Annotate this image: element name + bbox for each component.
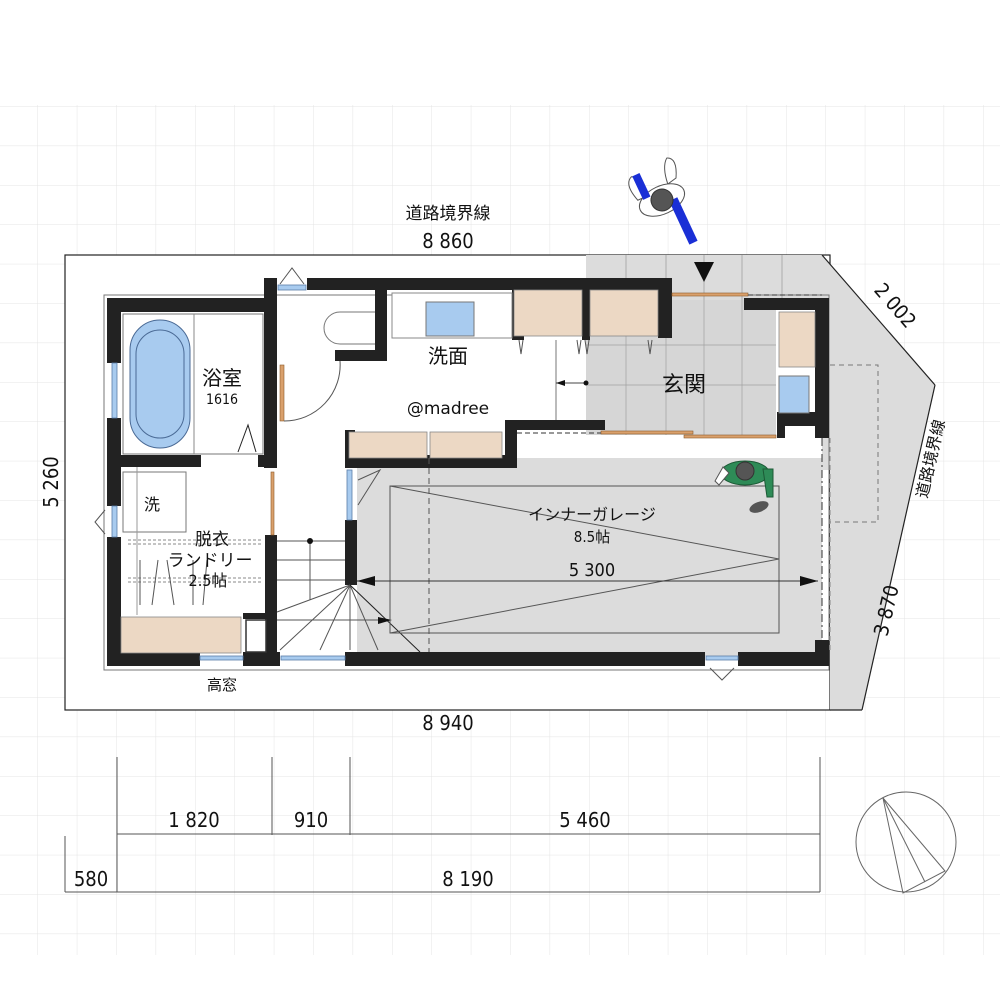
garage-depth: 5 300 (569, 560, 615, 581)
dim-row1-c: 5 460 (559, 808, 611, 832)
dim-row1-b: 910 (294, 808, 328, 832)
bath-label: 浴室 (202, 366, 242, 390)
cabinets-top (120, 289, 816, 654)
garage-sliding-door-1[interactable] (600, 430, 694, 435)
bath-size: 1616 (206, 392, 238, 408)
garage-sliding-door-2[interactable] (683, 434, 777, 439)
garage-area: 8.5帖 (574, 528, 610, 546)
cabinet-door-marks (518, 339, 653, 355)
washer (122, 467, 187, 615)
dressing-label: 脱衣 (195, 530, 229, 550)
washroom-sink (391, 292, 513, 339)
door-swing (283, 360, 341, 422)
bath-door[interactable] (279, 364, 285, 422)
watermark: @madree (407, 399, 489, 419)
garage-floor (357, 458, 822, 656)
high-window-label: 高窓 (207, 676, 237, 694)
dim-row2-b: 8 190 (442, 867, 494, 891)
person-figure-blue-icon (628, 157, 698, 245)
dimension-chain (64, 757, 821, 893)
dim-row2-a: 580 (74, 867, 108, 891)
dim-left: 5 260 (39, 456, 63, 508)
window-swings (94, 267, 735, 681)
garage-label: インナーガレージ (528, 505, 656, 524)
toilet-shape (323, 311, 375, 345)
dim-bottom: 8 940 (422, 711, 474, 735)
washroom-label: 洗面 (428, 344, 468, 368)
hangers (139, 559, 208, 606)
entry-arrow-icon (694, 262, 714, 282)
dim-row1-a: 1 820 (168, 808, 220, 832)
car-outline (389, 458, 780, 652)
person-figure-green-icon (714, 460, 774, 513)
bathtub (122, 313, 264, 455)
laundry-label: ランドリー (168, 551, 253, 571)
compass-icon (855, 791, 957, 894)
garage-dimension-line (357, 576, 818, 586)
entrance-sliding-door[interactable] (671, 292, 749, 297)
dressing-area: 2.5帖 (189, 571, 228, 590)
entrance-sink (778, 375, 810, 414)
windows (111, 284, 739, 661)
laundry-door[interactable] (270, 471, 275, 536)
dim-top: 8 860 (422, 229, 474, 253)
road-boundary-top-label: 道路境界線 (406, 204, 491, 224)
washer-label: 洗 (144, 495, 160, 514)
entrance-label: 玄関 (662, 373, 706, 398)
